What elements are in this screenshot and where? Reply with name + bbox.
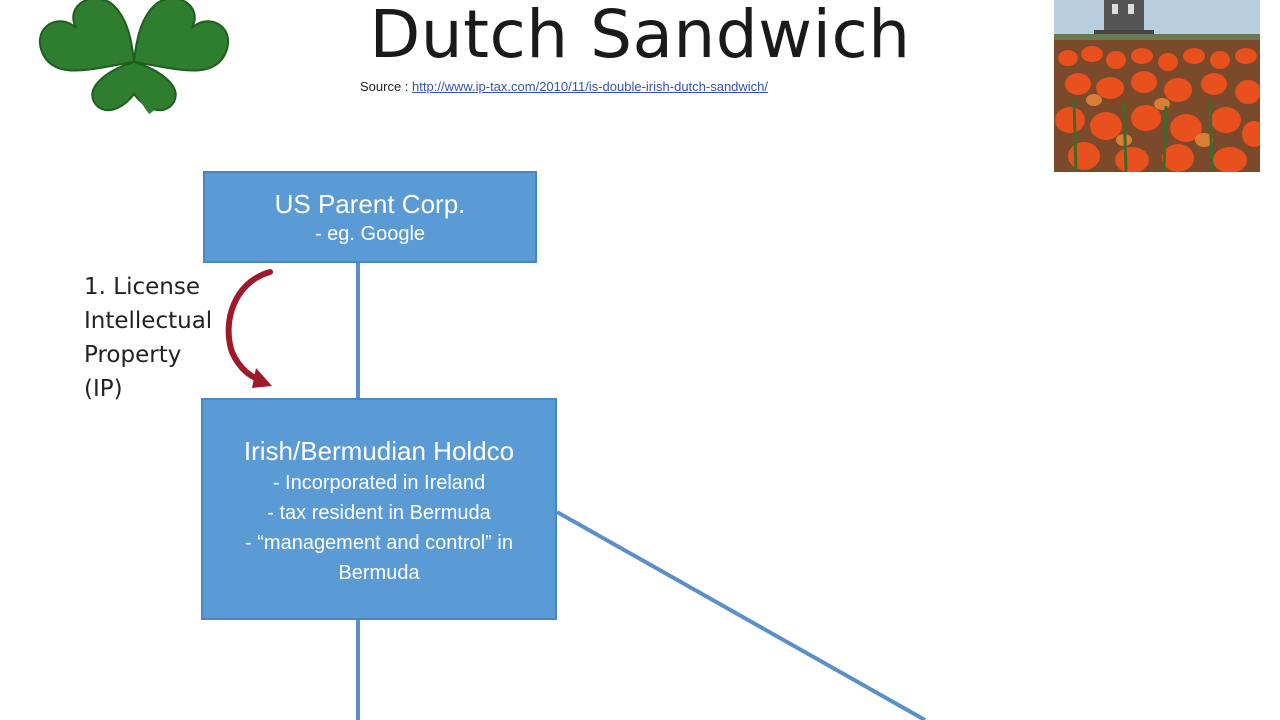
connector-holdco-diagonal: [556, 510, 926, 720]
source-label: Source :: [360, 79, 409, 94]
holdco-line: Bermuda: [338, 562, 420, 584]
windmill-tulips-photo: [1054, 0, 1260, 172]
source-line: Source : http://www.ip-tax.com/2010/11/i…: [360, 79, 768, 94]
parent-corp-line: - eg. Google: [314, 223, 426, 245]
curved-arrow-icon: [225, 269, 273, 388]
license-note-line: Property: [84, 342, 182, 368]
license-note-line: Intellectual: [84, 308, 213, 334]
parent-corp-heading: US Parent Corp.: [274, 189, 466, 219]
holdco-line: - tax resident in Bermuda: [267, 502, 491, 524]
holdco-line: - Incorporated in Ireland: [272, 472, 486, 494]
source-link[interactable]: http://www.ip-tax.com/2010/11/is-double-…: [412, 79, 769, 94]
license-note-line: 1. License: [84, 274, 200, 300]
parent-corp-box: US Parent Corp. - eg. Google: [203, 171, 537, 263]
holdco-box: Irish/Bermudian Holdco - Incorporated in…: [201, 398, 557, 620]
slide-title: Dutch Sandwich: [369, 0, 911, 73]
license-note-line: (IP): [84, 376, 123, 402]
shamrock-icon: [39, 0, 229, 115]
holdco-line: - “management and control” in: [245, 532, 513, 554]
license-note: 1. License Intellectual Property (IP): [84, 270, 212, 406]
holdco-heading: Irish/Bermudian Holdco: [243, 436, 515, 466]
